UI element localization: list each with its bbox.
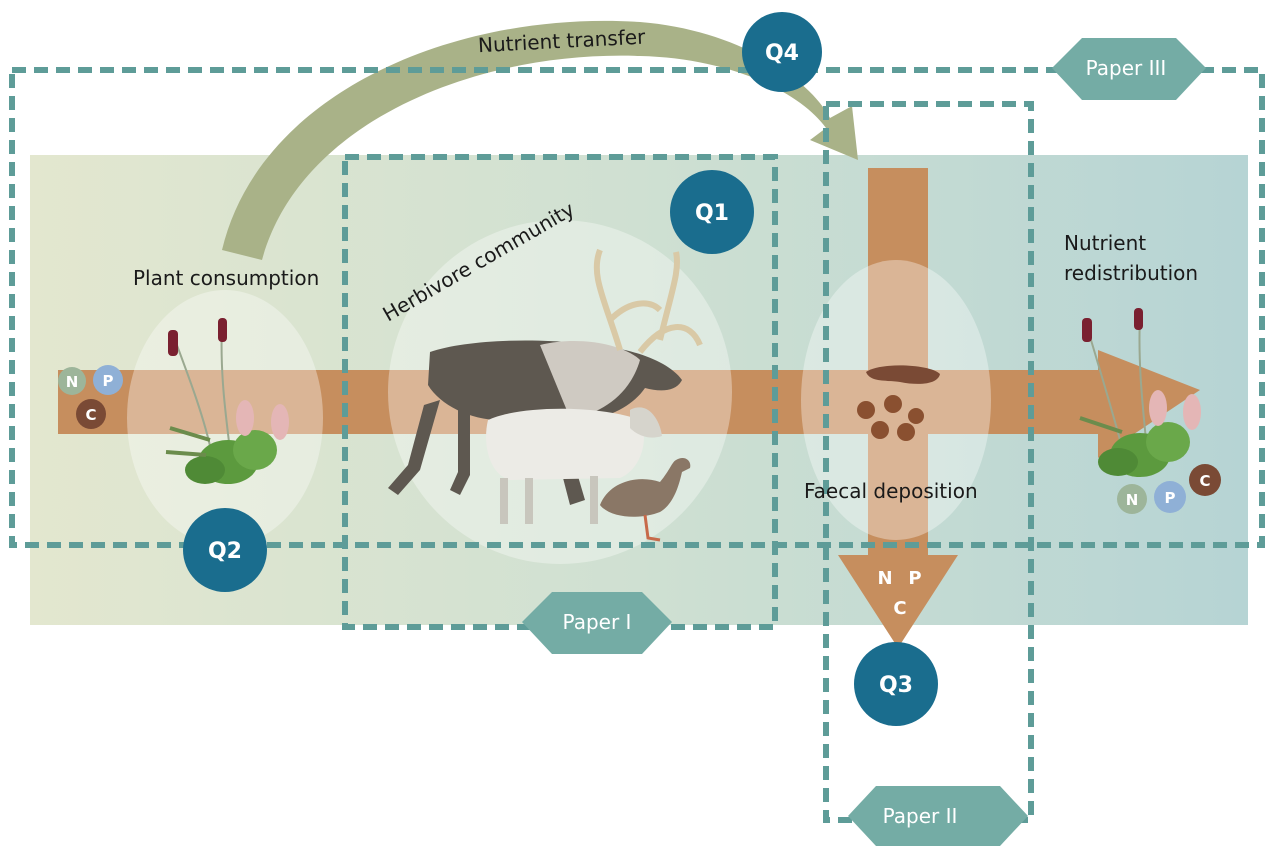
carbon-badge-right-label: C [1199, 472, 1210, 490]
paper-i-label: Paper I [563, 610, 632, 634]
paper-iii-label: Paper III [1086, 56, 1167, 80]
question-q3: Q3 [854, 642, 938, 726]
nitrogen-badge-right-label: N [1126, 491, 1139, 509]
faecal-deposition-label: Faecal deposition [804, 479, 978, 503]
phosphorus-badge-right-label: P [1165, 489, 1176, 507]
phosphorus-badge-left-label: P [103, 372, 114, 390]
nitrogen-badge-left-label: N [66, 373, 79, 391]
paper-iii-badge: Paper III [1052, 38, 1206, 100]
paper-ii-label: Paper II [883, 804, 958, 828]
question-q1-label: Q1 [695, 201, 729, 226]
question-q4-label: Q4 [765, 41, 799, 66]
question-q2-label: Q2 [208, 539, 242, 564]
nutrient-redistribution-label-line1: Nutrient [1064, 231, 1146, 255]
faecal-carbon-label: C [893, 598, 906, 619]
faecal-nitrogen-label: N [877, 568, 892, 589]
question-q1: Q1 [670, 170, 754, 254]
question-q4: Q4 [742, 12, 822, 92]
question-q2: Q2 [183, 508, 267, 592]
carbon-badge-left-label: C [85, 406, 96, 424]
nutrient-redistribution-label-line2: redistribution [1064, 261, 1198, 285]
faecal-phosphorus-label: P [908, 568, 921, 589]
paper-i-badge: Paper I [522, 592, 672, 654]
plant-consumption-label: Plant consumption [133, 266, 319, 290]
paper-ii-badge: Paper II [848, 786, 1028, 846]
question-q3-label: Q3 [879, 673, 913, 698]
